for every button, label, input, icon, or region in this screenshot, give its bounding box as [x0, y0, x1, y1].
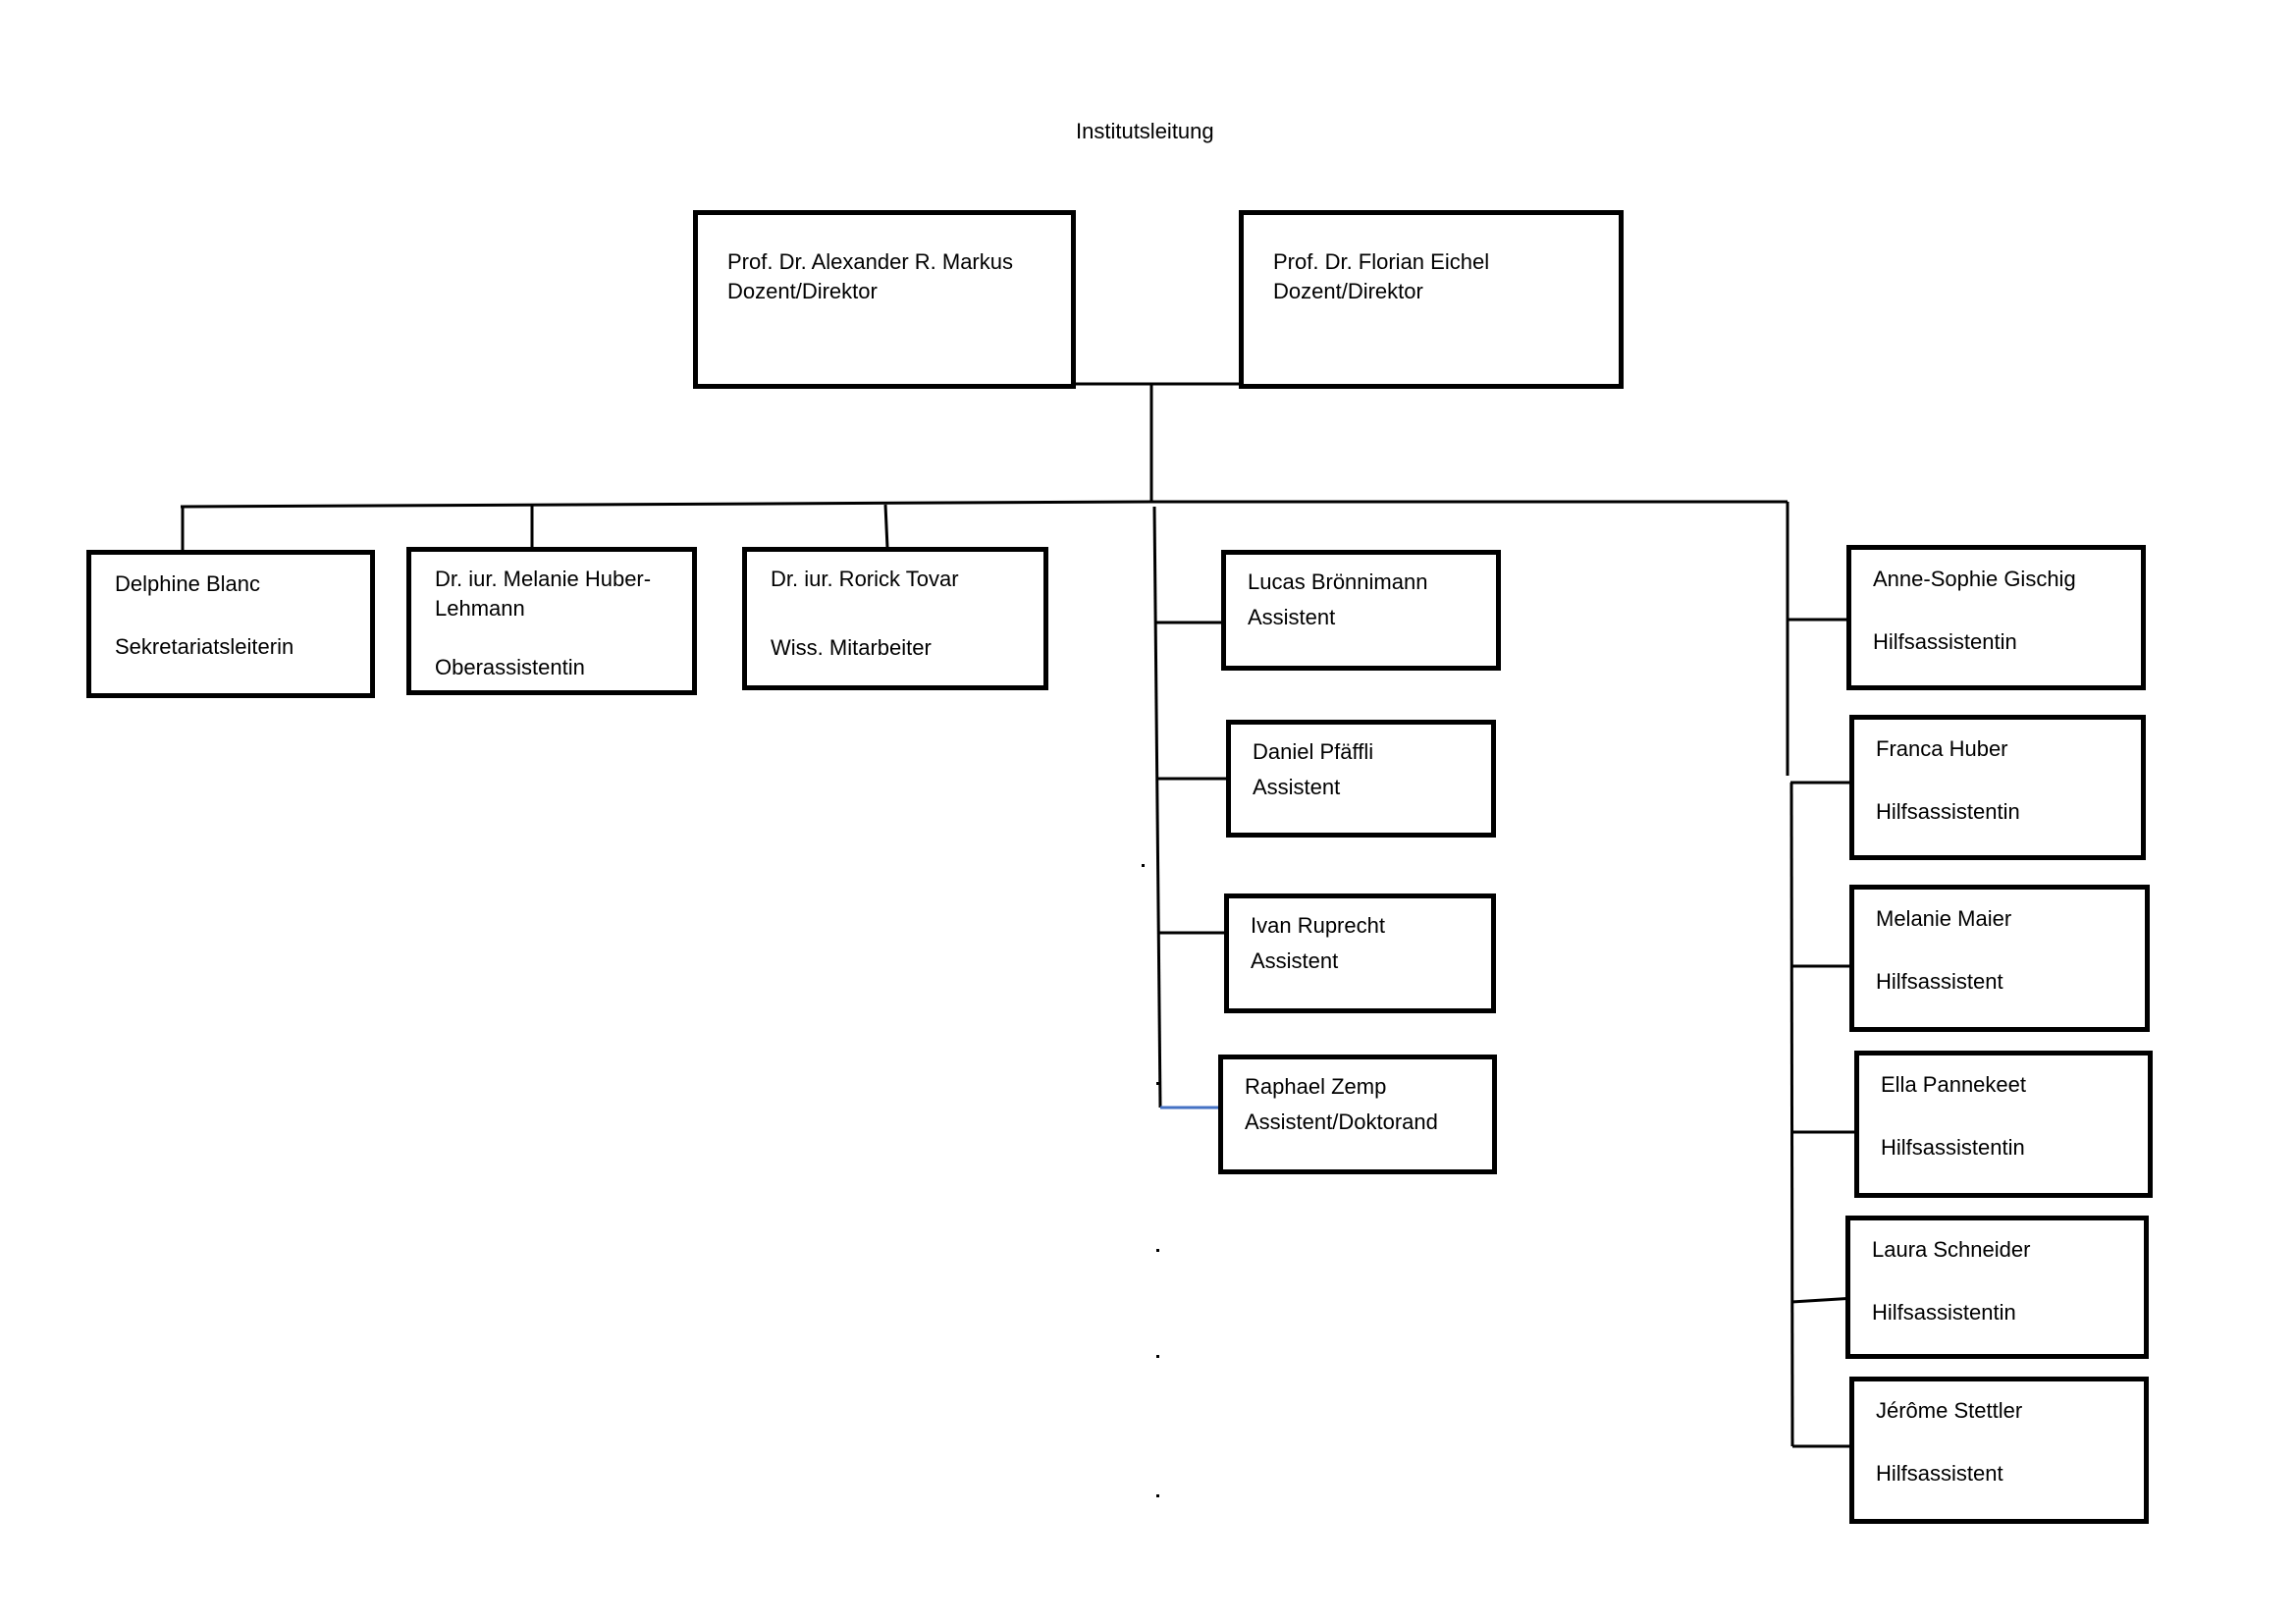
staff-box: Dr. iur. Rorick Tovar Wiss. Mitarbeiter [742, 547, 1048, 690]
helper-box: Franca Huber Hilfsassistentin [1849, 715, 2146, 860]
staff-name: Dr. iur. Melanie Huber- [435, 567, 652, 591]
staff-role: Oberassistentin [435, 655, 585, 679]
assistant-role: Assistent/Doktorand [1245, 1110, 1438, 1134]
helper-box: Anne-Sophie Gischig Hilfsassistentin [1846, 545, 2146, 690]
director-role: Dozent/Direktor [727, 279, 878, 303]
assistant-box: Raphael Zemp Assistent/Doktorand [1218, 1055, 1497, 1174]
assistant-role: Assistent [1248, 605, 1336, 629]
helpers-vertical-line-bottom [1789, 782, 1794, 1447]
stray-dot [1156, 1082, 1159, 1085]
helper-role: Hilfsassistentin [1872, 1300, 2016, 1325]
stray-dot [1156, 1249, 1159, 1252]
assistant-box: Daniel Pfäffli Assistent [1226, 720, 1496, 838]
assistant-role: Assistent [1251, 948, 1339, 973]
director-box: Prof. Dr. Florian Eichel Dozent/Direktor [1239, 210, 1624, 389]
director-name: Prof. Dr. Alexander R. Markus [727, 249, 1013, 274]
page-title: Institutsleitung [1076, 119, 1214, 143]
assistant-name: Daniel Pfäffli [1253, 739, 1374, 764]
bus-line-left [180, 500, 1152, 509]
drop-line-staff-3 [883, 504, 889, 549]
assistant-name: Lucas Brönnimann [1248, 569, 1428, 594]
helper-box: Ella Pannekeet Hilfsassistentin [1854, 1051, 2153, 1198]
staff-name: Dr. iur. Rorick Tovar [771, 567, 959, 591]
staff-name-continued: Lehmann [435, 596, 525, 621]
helper-role: Hilfsassistentin [1881, 1135, 2025, 1160]
staff-name: Delphine Blanc [115, 571, 260, 596]
helper-box: Melanie Maier Hilfsassistent [1849, 885, 2150, 1032]
stray-dot [1156, 1494, 1159, 1497]
helper-box: Laura Schneider Hilfsassistentin [1845, 1216, 2149, 1359]
assistants-vertical-line [1152, 506, 1162, 1109]
helper-role: Hilfsassistentin [1876, 799, 2020, 824]
helper-role: Hilfsassistent [1876, 969, 2003, 994]
assistant-box: Ivan Ruprecht Assistent [1224, 893, 1496, 1013]
assistant-box: Lucas Brönnimann Assistent [1221, 550, 1501, 671]
director-name: Prof. Dr. Florian Eichel [1273, 249, 1490, 274]
helper-box: Jérôme Stettler Hilfsassistent [1849, 1377, 2149, 1524]
assistant-name: Raphael Zemp [1245, 1074, 1387, 1099]
staff-box: Delphine Blanc Sekretariatsleiterin [86, 550, 375, 698]
helper-name: Franca Huber [1876, 736, 2008, 761]
helper-role: Hilfsassistentin [1873, 629, 2017, 654]
assistant-name: Ivan Ruprecht [1251, 913, 1385, 938]
helper-name: Laura Schneider [1872, 1237, 2031, 1262]
helper-branch-5 [1790, 1296, 1856, 1304]
stray-dot [1142, 864, 1145, 867]
staff-box: Dr. iur. Melanie Huber- Lehmann Oberassi… [406, 547, 697, 695]
staff-role: Sekretariatsleiterin [115, 634, 294, 659]
helper-name: Jérôme Stettler [1876, 1398, 2023, 1423]
helper-role: Hilfsassistent [1876, 1461, 2003, 1486]
assistant-role: Assistent [1253, 775, 1341, 799]
helper-name: Melanie Maier [1876, 906, 2012, 931]
director-role: Dozent/Direktor [1273, 279, 1423, 303]
helper-name: Anne-Sophie Gischig [1873, 567, 2076, 591]
director-box: Prof. Dr. Alexander R. Markus Dozent/Dir… [693, 210, 1076, 389]
helper-name: Ella Pannekeet [1881, 1072, 2026, 1097]
stray-dot [1156, 1355, 1159, 1358]
staff-role: Wiss. Mitarbeiter [771, 635, 932, 660]
